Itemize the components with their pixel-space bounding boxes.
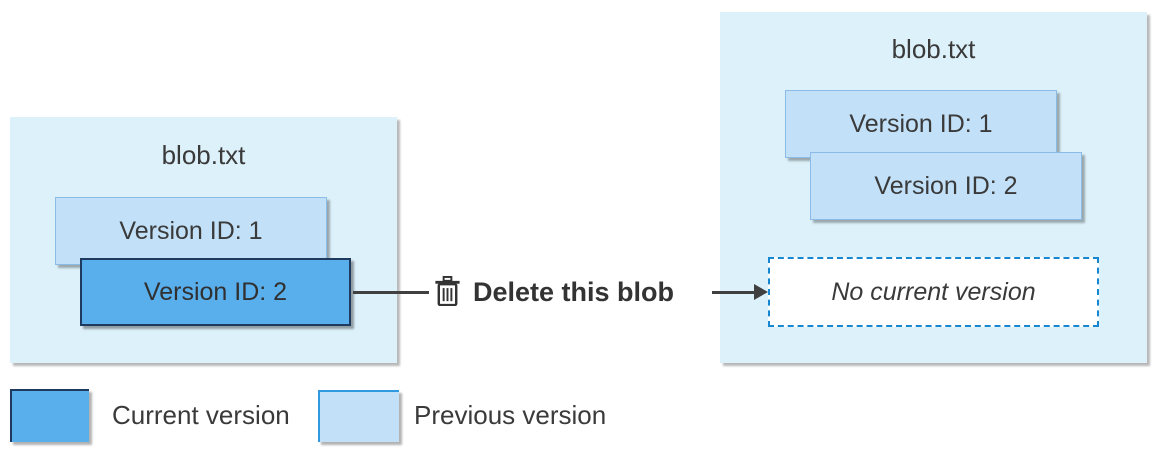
legend-label-previous-version: Previous version [414, 400, 607, 430]
version-label: Version ID: 1 [849, 109, 993, 138]
version-label: Version ID: 2 [874, 171, 1018, 200]
version-label: Version ID: 1 [119, 216, 263, 245]
delete-action-label: Delete this blob [473, 277, 675, 307]
legend-swatch-current-version [10, 389, 89, 442]
version-box-previous: Version ID: 2 [810, 152, 1082, 220]
arrow-head-icon [754, 284, 768, 300]
version-label: Version ID: 2 [143, 277, 288, 306]
no-current-version-box: No current version [768, 257, 1099, 327]
blob-title-before: blob.txt [161, 140, 246, 170]
arrow-line-right [712, 291, 756, 294]
trash-icon [434, 276, 461, 307]
no-current-version-label: No current version [831, 277, 1036, 306]
version-box-previous: Version ID: 1 [785, 90, 1057, 158]
legend-label-current-version: Current version [112, 400, 290, 430]
blob-container-before: blob.txt Version ID: 1 Version ID: 2 [10, 117, 397, 363]
version-box-current: Version ID: 2 [80, 258, 351, 326]
legend-swatch-previous-version [318, 390, 399, 442]
blob-title-after: blob.txt [891, 34, 976, 64]
version-box-previous: Version ID: 1 [55, 197, 327, 265]
arrow-line-left [353, 291, 429, 294]
blob-container-after: blob.txt Version ID: 1 Version ID: 2 No … [720, 12, 1147, 363]
